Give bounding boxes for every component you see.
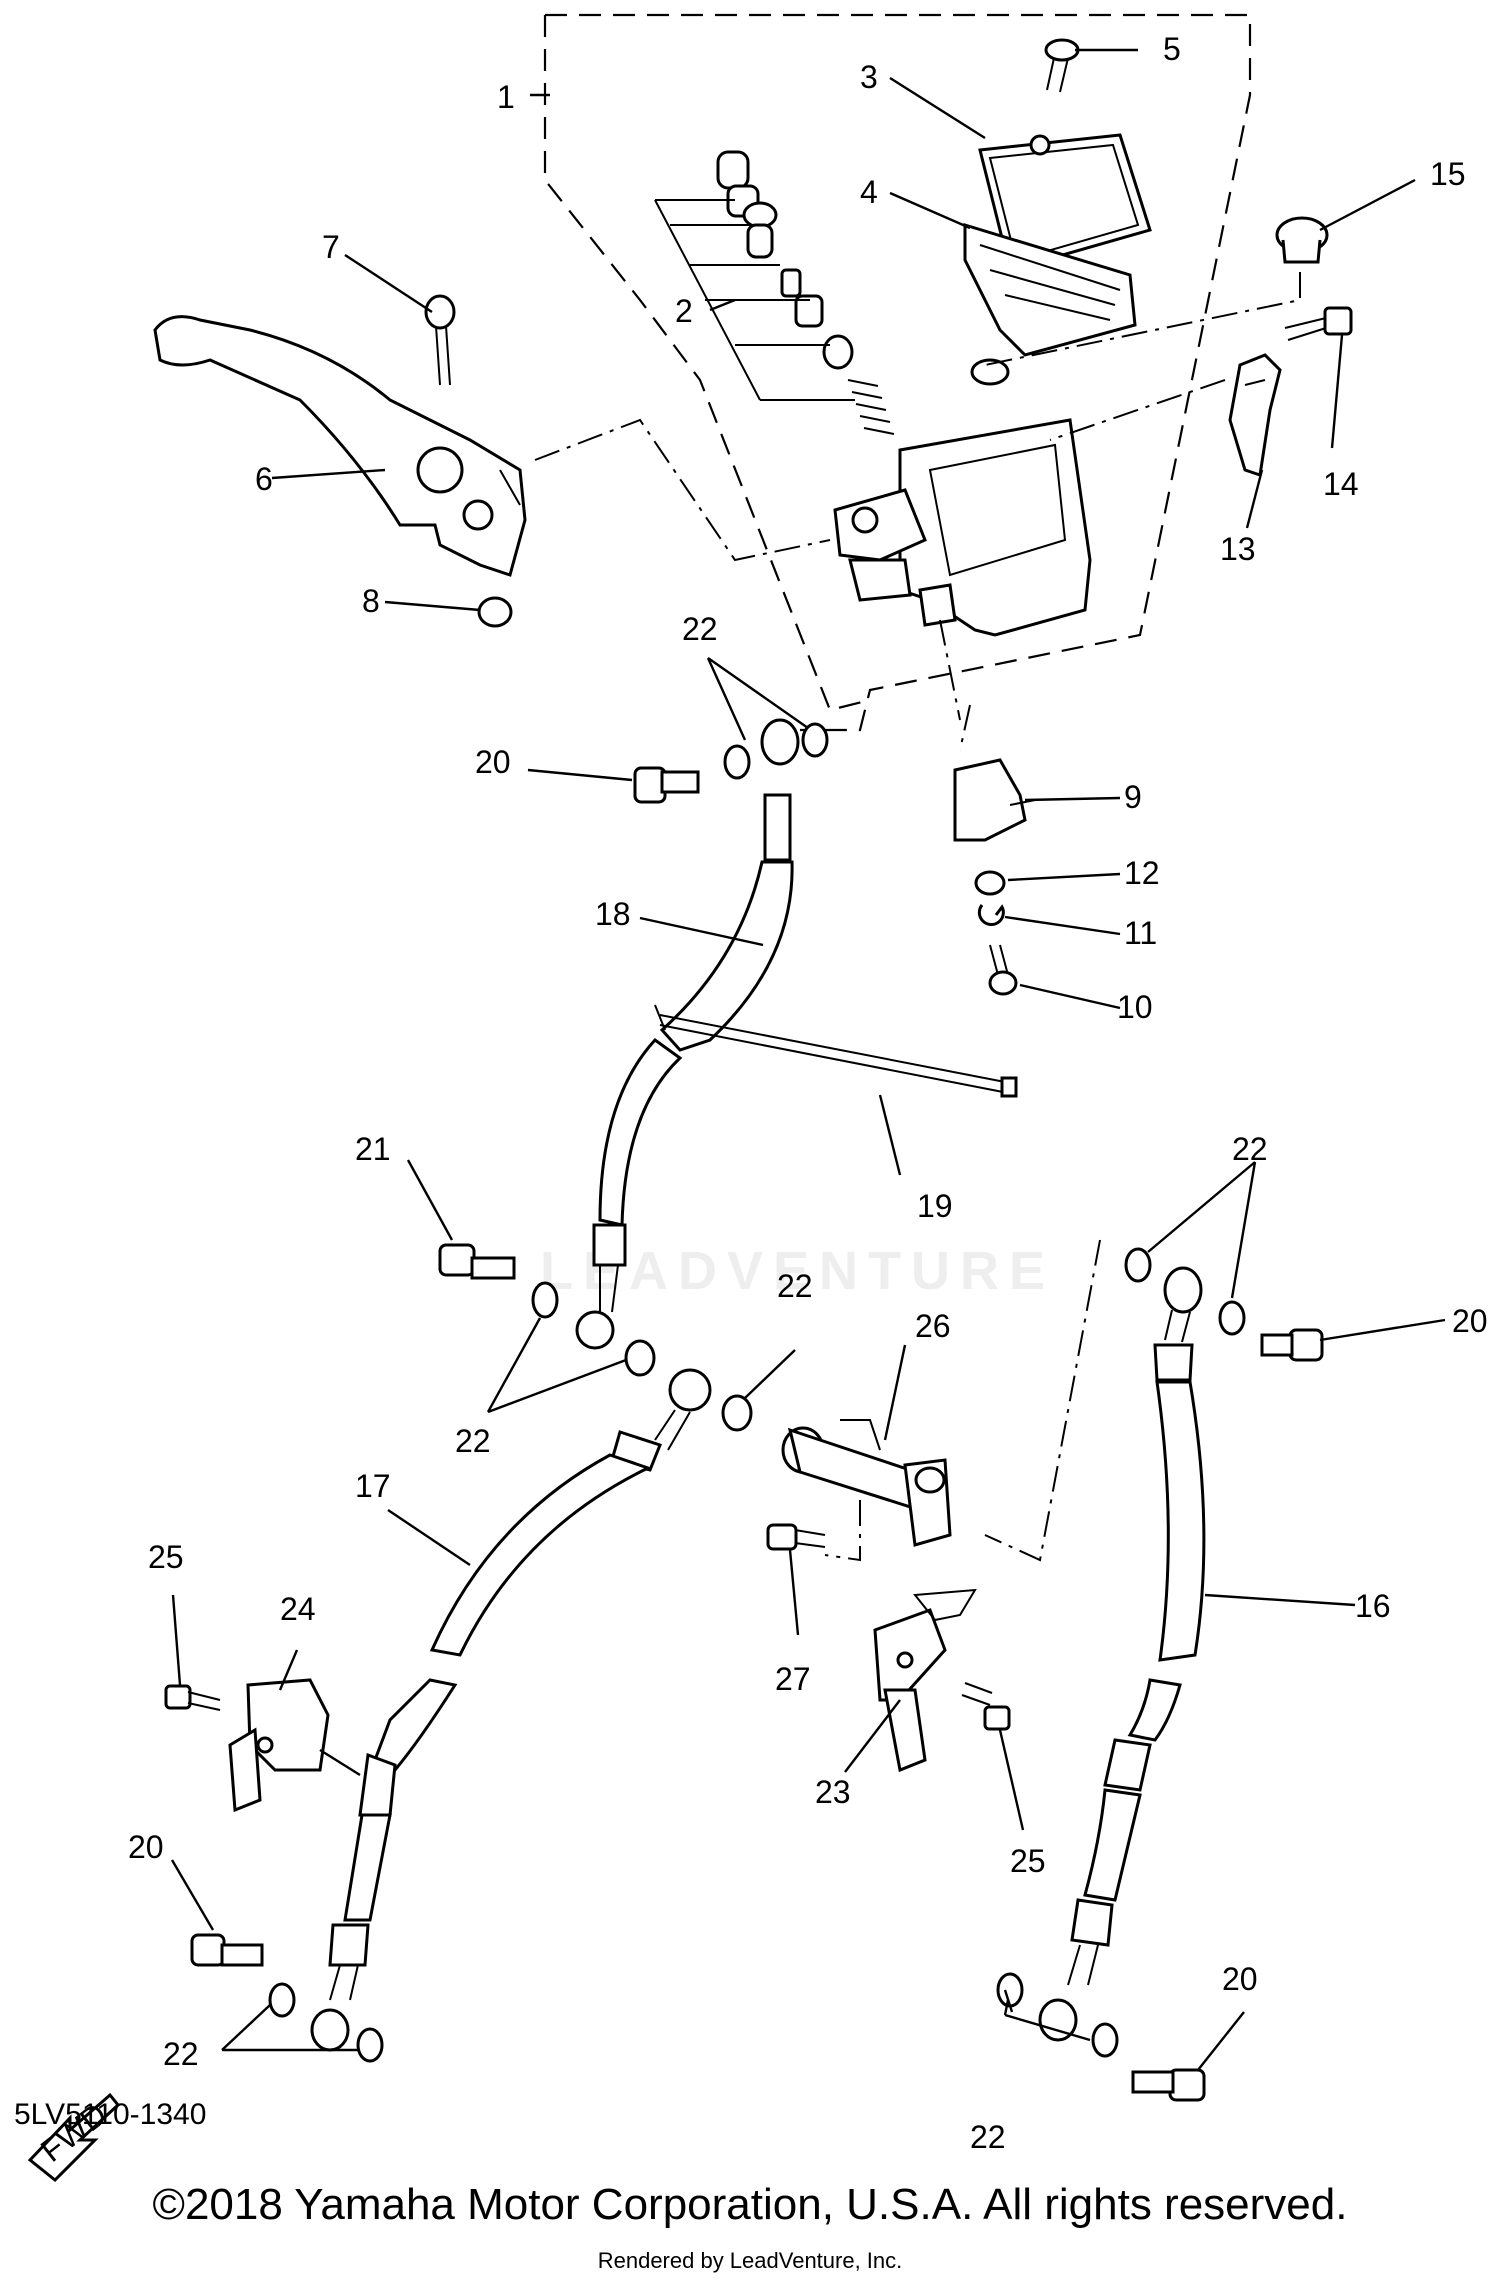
- callout-10: 10: [1117, 989, 1153, 1025]
- lever-nut: [477, 596, 513, 628]
- connection-line: [939, 619, 971, 751]
- callout-19: 19: [917, 1188, 953, 1224]
- callout-20: 20: [475, 744, 511, 780]
- callout-25: 25: [148, 1539, 184, 1575]
- pivot-bolt: [424, 294, 456, 386]
- union-bolt-right: [1260, 1328, 1324, 1362]
- bolt-27: [766, 1523, 826, 1551]
- gasket-right-top-2: [1218, 1300, 1246, 1336]
- diaphragm: [963, 222, 1137, 357]
- diagram-code: 5LV5110-1340: [14, 2098, 207, 2131]
- callout-16: 16: [1355, 1588, 1391, 1624]
- callout-labels: 1 2 3 4 5 6 7 8 9 10 11 12 13 14 15 16 1…: [128, 31, 1488, 2155]
- lever-holder: [1228, 353, 1282, 477]
- callout-17: 17: [355, 1468, 391, 1504]
- callout-20: 20: [1452, 1303, 1488, 1339]
- callout-23: 23: [815, 1774, 851, 1810]
- assembly-boundary: [543, 13, 1252, 732]
- connection-line: [984, 1239, 1101, 1562]
- gasket-br-1: [996, 1972, 1024, 2008]
- brake-hose-18: [575, 718, 800, 1350]
- callout-22: 22: [682, 611, 718, 647]
- callout-7: 7: [322, 229, 340, 265]
- brake-hose-16: [1038, 1266, 1206, 2042]
- bolt-25-left: [164, 1684, 221, 1711]
- lockwasher-11: [977, 904, 1005, 926]
- callout-22: 22: [1232, 1131, 1268, 1167]
- callout-14: 14: [1323, 466, 1359, 502]
- callout-1: 1: [497, 79, 515, 115]
- bracket-24: [228, 1678, 330, 1813]
- callout-27: 27: [775, 1661, 811, 1697]
- union-bolt-br: [1131, 2068, 1206, 2102]
- bolt-25-right: [961, 1682, 1011, 1731]
- callout-21: 21: [355, 1131, 391, 1167]
- gasket-right-top-1: [1124, 1247, 1152, 1283]
- callout-11: 11: [1124, 915, 1157, 951]
- brake-hose-17: [310, 1368, 712, 2052]
- callout-5: 5: [1163, 31, 1181, 67]
- reservoir-cap: [978, 133, 1152, 272]
- callout-12: 12: [1124, 855, 1160, 891]
- clamp-23: [873, 1588, 977, 1773]
- joint-26: [781, 1419, 952, 1547]
- callout-22: 22: [970, 2119, 1006, 2155]
- brake-lever: [153, 315, 527, 577]
- callout-4: 4: [860, 174, 878, 210]
- gasket-bl-2: [356, 2027, 384, 2063]
- connection-line: [984, 272, 1301, 366]
- callout-15: 15: [1430, 156, 1466, 192]
- switch-screw: [988, 944, 1018, 996]
- callout-20: 20: [1222, 1961, 1258, 1997]
- leader-lines: [170, 48, 1446, 2071]
- gasket-left-mid: [624, 1339, 656, 1377]
- union-bolt-top: [633, 766, 700, 804]
- union-bolt-bl: [190, 1933, 264, 1967]
- gasket-bl-1: [268, 1982, 296, 2018]
- gasket-br-2: [1091, 2022, 1119, 2058]
- gasket-top-2: [801, 722, 829, 758]
- callout-9: 9: [1124, 779, 1142, 815]
- callout-24: 24: [280, 1591, 316, 1627]
- washer-12: [974, 870, 1006, 896]
- dust-cap: [1275, 216, 1329, 264]
- gasket-top-1: [723, 744, 751, 780]
- gasket-joint: [721, 1394, 753, 1432]
- callout-26: 26: [915, 1308, 951, 1344]
- callout-22: 22: [455, 1423, 491, 1459]
- callout-6: 6: [255, 461, 273, 497]
- copyright-notice: ©2018 Yamaha Motor Corporation, U.S.A. A…: [152, 2180, 1348, 2229]
- callout-18: 18: [595, 896, 631, 932]
- union-bolt-21: [438, 1243, 516, 1280]
- hose-guide: [654, 1004, 1018, 1098]
- cap-screw: [1044, 38, 1080, 93]
- holder-bolt: [1284, 306, 1353, 341]
- piston-kit: [654, 150, 895, 435]
- callout-22: 22: [163, 2036, 199, 2072]
- callout-20: 20: [128, 1829, 164, 1865]
- callout-13: 13: [1220, 531, 1256, 567]
- brake-light-switch: [953, 758, 1036, 842]
- connection-line: [824, 1500, 861, 1562]
- callout-25: 25: [1010, 1843, 1046, 1879]
- connection-line: [1049, 379, 1226, 441]
- callout-2: 2: [675, 293, 693, 329]
- connection-line: [534, 418, 831, 562]
- callout-22: 22: [777, 1268, 813, 1304]
- gasket-21: [531, 1281, 559, 1319]
- callout-8: 8: [362, 583, 380, 619]
- rendered-by-notice: Rendered by LeadVenture, Inc.: [597, 2248, 903, 2273]
- callout-3: 3: [860, 59, 878, 95]
- master-cylinder-body: [833, 358, 1092, 637]
